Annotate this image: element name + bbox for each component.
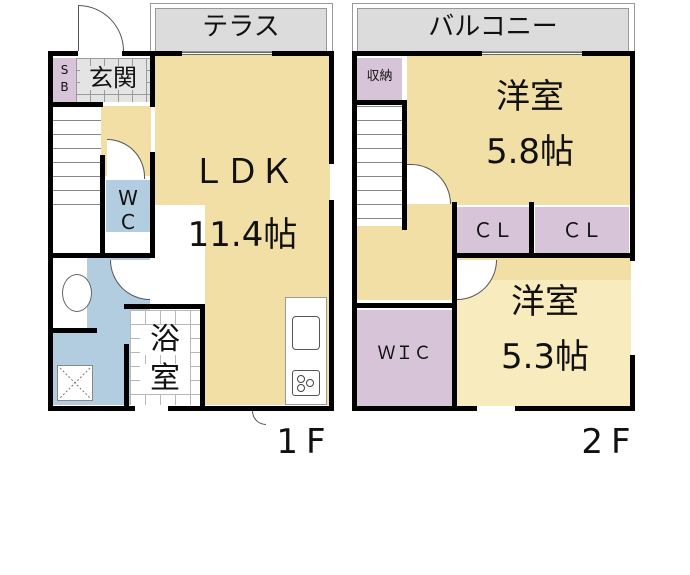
closet-1 [457, 207, 529, 253]
wc-label-c: C [121, 210, 135, 234]
entry-door-swing [78, 5, 124, 51]
wall [150, 51, 155, 107]
wall [124, 344, 129, 410]
western-room-2-size: 5.3帖 [500, 337, 590, 377]
wall [352, 51, 357, 411]
wall [329, 200, 334, 410]
wall [357, 303, 457, 308]
balcony-label: バルコニー [428, 12, 558, 42]
wall [329, 51, 334, 164]
kitchen-sink-icon [292, 316, 320, 350]
wall [100, 155, 105, 255]
staircase-2f [357, 106, 402, 226]
wall [150, 152, 155, 258]
floor-1-plan: テラス S B 玄関 W C 浴 室 ＬＤＫ 11.4帖 [0, 0, 345, 470]
wall [48, 51, 53, 411]
wall [124, 304, 205, 309]
wall [452, 253, 635, 258]
wall [200, 304, 205, 410]
wall [48, 406, 135, 411]
wall [582, 51, 635, 56]
shoe-box [53, 58, 76, 102]
wall [53, 253, 153, 258]
western-room-1-size: 5.8帖 [485, 132, 575, 172]
wall [53, 328, 97, 333]
wall [168, 406, 334, 411]
closet-1-label: ＣＬ [473, 218, 513, 242]
western-room-1-label: 洋室 [496, 77, 564, 117]
terrace-window [182, 52, 272, 55]
terrace-label: テラス [202, 12, 280, 42]
storage-label: 収納 [366, 69, 393, 84]
floor-2-label: 2F [581, 422, 639, 462]
washer-pan-icon [57, 365, 93, 401]
entrance-label: 玄関 [80, 66, 146, 90]
staircase [53, 106, 101, 206]
stove-icon [292, 370, 320, 396]
ldk-label: ＬＤＫ [191, 152, 294, 192]
floor-2-plan: バルコニー 収納 ＣＬ ＣＬ ＷＩＣ 洋室 5.8帖 洋室 5.3帖 2F [345, 0, 690, 470]
walk-in-closet-label: ＷＩＣ [377, 343, 432, 364]
bathroom-label-2: 室 [140, 364, 190, 394]
wall [352, 51, 482, 56]
ldk-size: 11.4帖 [187, 215, 298, 255]
rear-door-swing [252, 411, 266, 425]
storage [357, 58, 402, 100]
floor-1-label: 1F [276, 422, 334, 462]
western-room-2-label: 洋室 [511, 282, 579, 322]
terrace [155, 8, 327, 52]
wall [515, 406, 635, 411]
sink-icon [62, 274, 92, 312]
shoe-box-label: S B [60, 63, 69, 94]
wc-label-w: W [118, 186, 138, 210]
balcony [357, 8, 629, 52]
balcony-window [482, 52, 582, 55]
wall [630, 51, 635, 261]
closet-2 [535, 207, 629, 253]
wall [352, 406, 477, 411]
western-room-2-top [457, 258, 631, 280]
wall [48, 51, 78, 56]
wall [357, 100, 407, 105]
wall [529, 202, 534, 256]
bathroom-label-1: 浴 [140, 325, 190, 355]
ldk-floor [155, 55, 330, 205]
wall [272, 51, 334, 56]
wall [402, 100, 407, 230]
western-room-1 [407, 55, 631, 205]
closet-2-label: ＣＬ [562, 218, 602, 242]
wall [630, 355, 635, 411]
walk-in-closet [357, 310, 452, 406]
wall [53, 102, 103, 107]
wc [106, 180, 150, 232]
